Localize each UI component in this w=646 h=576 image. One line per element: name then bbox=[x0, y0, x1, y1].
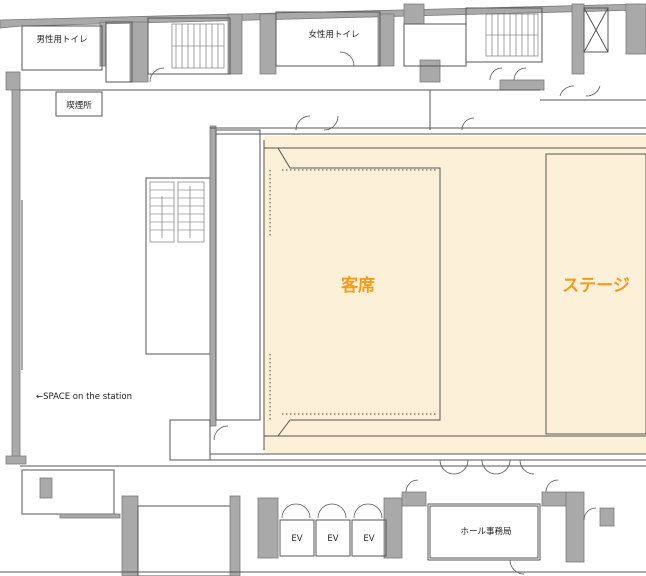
diagonal-cross bbox=[583, 7, 609, 53]
door-arc bbox=[583, 507, 597, 521]
stairs-top-left bbox=[171, 23, 225, 69]
door-arc bbox=[495, 459, 511, 475]
stair-room-2 bbox=[465, 7, 543, 63]
bottom-wall-strip bbox=[59, 513, 121, 519]
stage-outline bbox=[545, 153, 646, 435]
wall-block bbox=[403, 3, 425, 25]
bottom-wall-block bbox=[383, 497, 403, 559]
door-arc bbox=[439, 459, 455, 475]
bottom-wall-block bbox=[229, 495, 241, 576]
room-outline bbox=[105, 21, 133, 83]
wall-block bbox=[259, 13, 277, 75]
foyer-column bbox=[215, 129, 261, 421]
wall-block bbox=[227, 13, 243, 75]
door-arc bbox=[453, 459, 469, 475]
bottom-wall-block bbox=[257, 497, 279, 559]
door-arc bbox=[513, 67, 527, 81]
bottom-left-wall bbox=[5, 455, 27, 465]
elevator-door-arc bbox=[317, 503, 347, 519]
door-arc bbox=[213, 425, 229, 441]
wall-block bbox=[99, 21, 107, 67]
stage-label: ステージ bbox=[562, 276, 630, 296]
stair-room-1 bbox=[147, 17, 231, 75]
elevator-shaft-3 bbox=[351, 519, 387, 557]
womens-toilet-label: 女性用トイレ bbox=[308, 29, 359, 40]
office-label: ホール事務局 bbox=[460, 526, 511, 537]
elevator-1-label: EV bbox=[291, 534, 302, 544]
room-outline bbox=[583, 7, 609, 53]
door-arc bbox=[545, 479, 559, 493]
elevator-3-label: EV bbox=[363, 534, 374, 544]
bottom-wall-block bbox=[599, 507, 615, 527]
wall-block bbox=[129, 21, 149, 83]
elevator-2-label: EV bbox=[327, 534, 338, 544]
left-outer-wall bbox=[11, 89, 21, 463]
elevator-door-arc bbox=[353, 503, 383, 519]
seating-outline bbox=[277, 147, 441, 437]
bottom-wall-block bbox=[541, 491, 567, 507]
door-arc bbox=[489, 67, 503, 81]
hall-area bbox=[264, 136, 646, 454]
door-arc bbox=[509, 559, 525, 575]
door-arc bbox=[149, 67, 165, 83]
door-arc bbox=[339, 51, 355, 67]
door-arc bbox=[323, 115, 339, 131]
bottom-wall-block bbox=[401, 491, 427, 507]
seats-label: 客席 bbox=[340, 275, 375, 296]
bottom-left-pillar bbox=[39, 477, 53, 499]
door-arc bbox=[461, 117, 475, 131]
elevator-shaft-1 bbox=[279, 519, 315, 557]
stairs-top-right bbox=[485, 13, 539, 57]
door-arc bbox=[519, 459, 535, 475]
wall-block bbox=[499, 79, 545, 91]
office-room bbox=[427, 503, 541, 561]
bottom-left-room bbox=[21, 469, 115, 515]
smoking-booth bbox=[55, 91, 103, 117]
elevator-shaft-2 bbox=[315, 519, 351, 557]
wall-block bbox=[377, 13, 395, 67]
hall-entry-box bbox=[169, 419, 211, 461]
womens-toilet-room bbox=[275, 11, 381, 67]
door-arc bbox=[585, 85, 601, 97]
elevator-door-arc bbox=[281, 503, 311, 519]
stairs-center bbox=[149, 181, 205, 243]
mens-toilet-room bbox=[21, 25, 103, 71]
space-direction-label: ←SPACE on the station bbox=[36, 392, 132, 402]
mens-toilet-label: 男性用トイレ bbox=[36, 34, 87, 45]
door-arc bbox=[559, 85, 575, 97]
bottom-room bbox=[137, 505, 239, 576]
door-arc bbox=[405, 479, 419, 493]
office-inner bbox=[429, 505, 539, 559]
bottom-wall-block bbox=[565, 491, 585, 563]
bottom-wall-band bbox=[121, 495, 139, 576]
hall-left-wall bbox=[209, 125, 217, 427]
wall-block bbox=[571, 3, 585, 75]
left-top-wall-block bbox=[5, 71, 21, 91]
door-arc bbox=[481, 459, 497, 475]
wall-block bbox=[625, 3, 646, 55]
wall-block bbox=[419, 59, 441, 83]
top-wall bbox=[0, 3, 641, 29]
smoking-area-label: 喫煙所 bbox=[66, 100, 92, 111]
